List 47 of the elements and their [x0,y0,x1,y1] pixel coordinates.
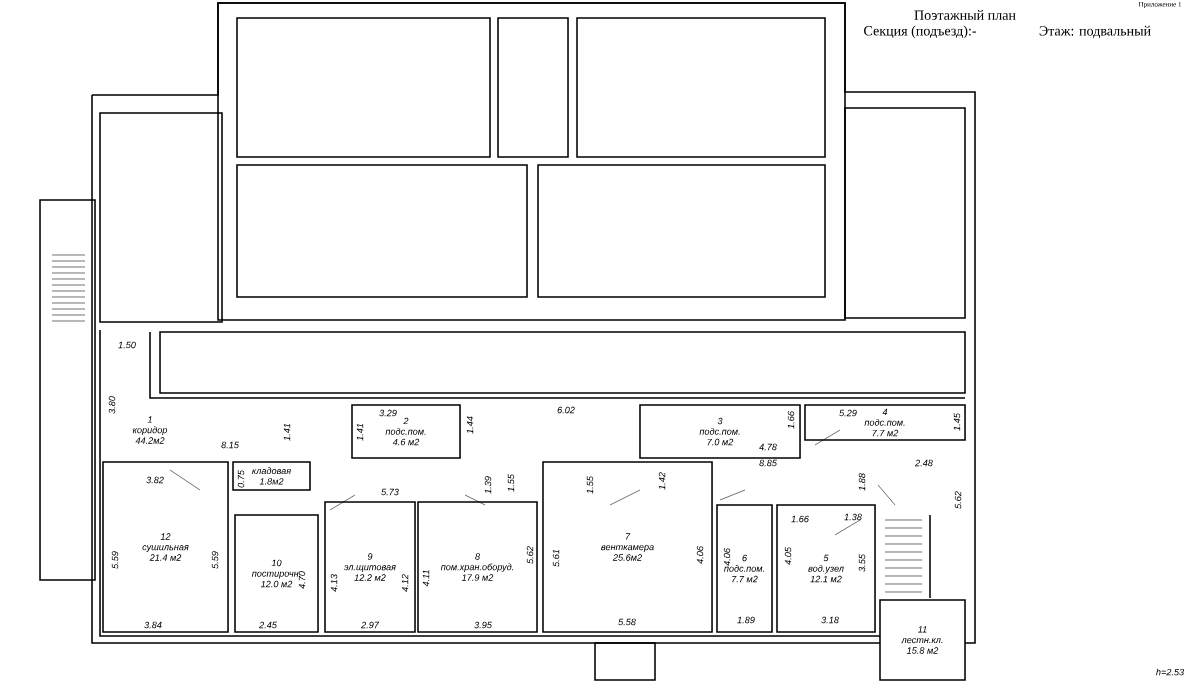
dimension-label: 1.66 [791,515,809,523]
dimension-label: 5.29 [839,409,857,417]
dimension-label: 1.66 [787,411,795,429]
height-note: h=2.53 [1156,668,1185,676]
dimension-label: 1.38 [844,513,862,521]
dimension-label: 1.50 [118,341,136,349]
dimension-label: 1.55 [507,474,515,492]
dimension-label: 4.78 [759,443,777,451]
dimension-label: 2.45 [259,621,277,629]
dimension-label: 4.11 [422,570,430,587]
dimension-label: 8.15 [221,441,239,449]
dimension-label: 1.45 [953,413,961,431]
room: 11 лестн.кл. 15.8 м2 [879,599,966,681]
header-text: Этаж: подвальный [1039,25,1151,39]
dimension-label: 1.88 [858,473,866,491]
dimension-label: 4.06 [723,548,731,566]
dimension-label: 1.41 [283,423,291,441]
dimension-label: 1.89 [737,616,755,624]
dimension-label: 4.06 [696,546,704,564]
dimension-label: 3.95 [474,621,492,629]
dimension-label: 1.55 [586,476,594,494]
dimension-label: 4.12 [401,574,409,592]
dimension-label: 2.48 [915,459,933,467]
dimension-label: 3.84 [144,621,162,629]
dimension-label: 4.05 [784,547,792,565]
dimension-label: 3.55 [858,554,866,572]
dimension-label: 3.80 [108,396,116,414]
dimension-label: 5.61 [552,549,560,567]
dimension-label: 1.41 [356,423,364,441]
plan-title: Поэтажный план [914,10,1016,20]
dimension-label: 5.59 [111,551,119,569]
room-label: 1 коридор 44.2м2 [132,416,168,444]
dimension-label: 4.70 [298,571,306,589]
dimension-label: 5.62 [954,491,962,509]
dimension-label: 5.59 [211,551,219,569]
dimension-label: 6.02 [557,406,575,414]
dimension-label: 3.82 [146,476,164,484]
dimension-label: 5.73 [381,488,399,496]
header-text: Секция (подъезд):- [864,25,977,39]
dimension-label: 4.13 [330,574,338,592]
dimension-label: 5.62 [526,546,534,564]
dimension-label: 1.42 [658,472,666,490]
dimension-label: 3.18 [821,616,839,624]
dimension-label: 0.75 [237,470,245,488]
dimension-label: 5.58 [618,618,636,626]
dimension-label: 3.29 [379,409,397,417]
dimension-label: 2.97 [361,621,380,629]
